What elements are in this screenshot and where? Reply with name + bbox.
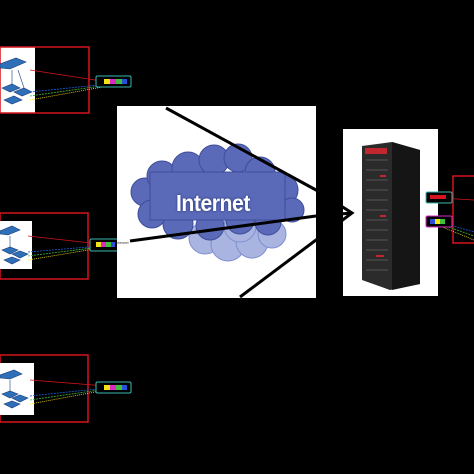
right-site [425, 175, 474, 244]
site-3-links [29, 379, 107, 405]
site-1-links [29, 69, 109, 101]
right-port-block-upper [425, 191, 453, 204]
site-1-network-devices-icon [0, 57, 33, 105]
site-1-frame [0, 46, 90, 114]
server-rack-icon [362, 142, 420, 290]
site-2-port-label: Internet [115, 240, 129, 245]
site-3-network-devices-icon [0, 369, 29, 409]
internet-label: Internet [176, 190, 250, 216]
site-2-network-devices-icon [0, 225, 29, 265]
site-1 [0, 46, 132, 114]
site-3 [0, 354, 132, 423]
right-site-frame [452, 175, 474, 244]
site-3-port-block [95, 381, 132, 394]
site-1-port-block [95, 75, 132, 88]
backbone-links [129, 106, 355, 299]
site-3-frame [0, 354, 89, 423]
site-2-links [27, 235, 101, 261]
site-2-frame [0, 212, 89, 280]
site-1-panel [0, 47, 35, 113]
site-3-panel [0, 363, 34, 415]
site-2 [0, 212, 131, 280]
right-port-block-lower [425, 215, 453, 228]
internet-cloud-icon [130, 143, 305, 262]
